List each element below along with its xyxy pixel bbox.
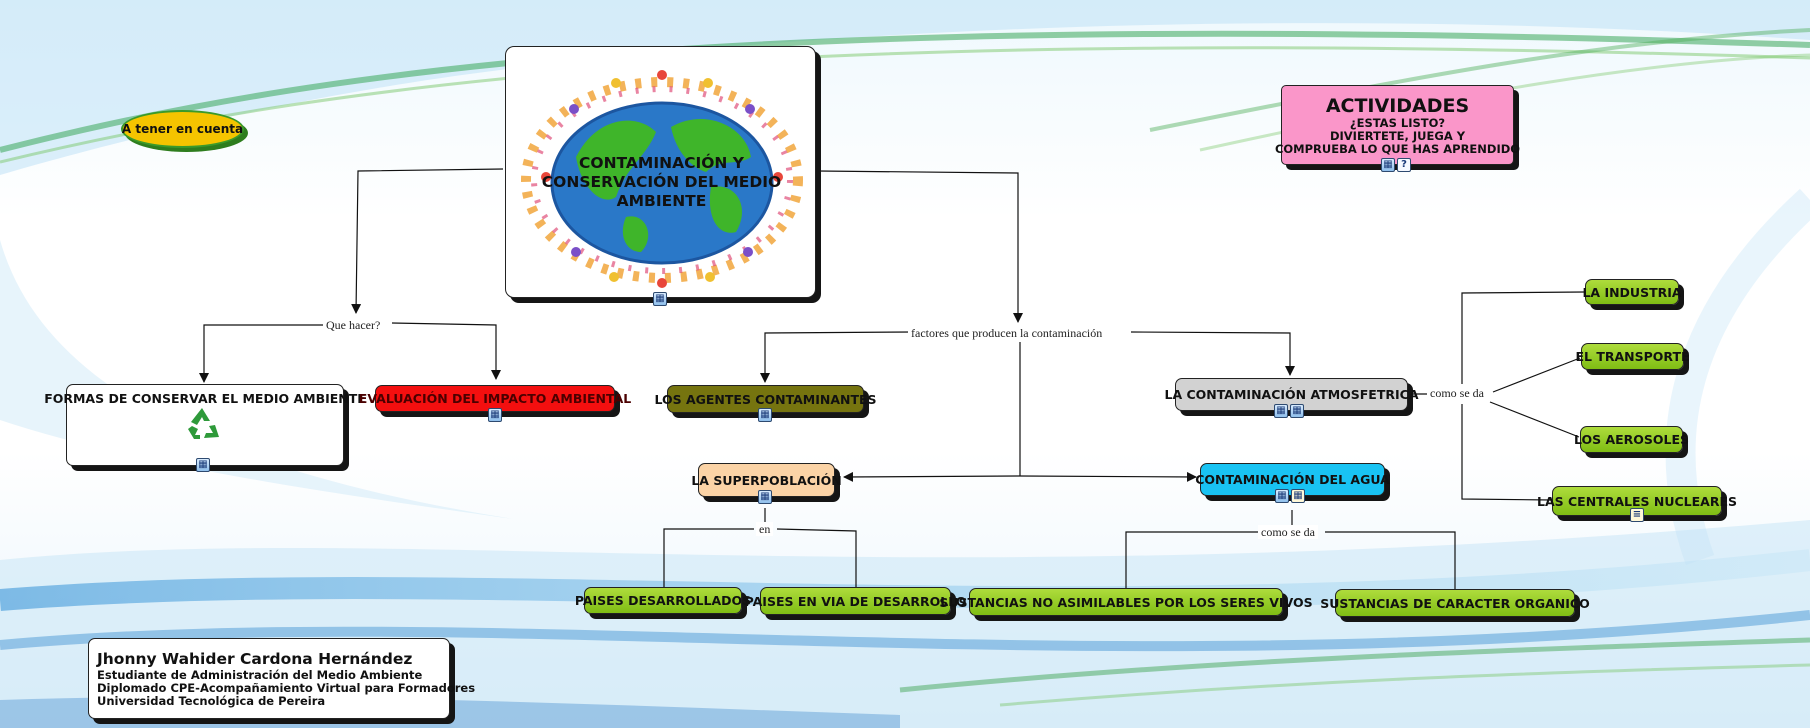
concept-evaluacion-label: EVALUACIÓN DEL IMPACTO AMBIENTAL (358, 391, 632, 406)
image-resource-icon[interactable]: ▦ (1275, 489, 1289, 503)
image-resource-icon[interactable]: ▦ (758, 408, 772, 422)
globe-icon (521, 70, 803, 288)
activities-node[interactable]: ACTIVIDADES ¿ESTAS LISTO? DIVIERTETE, JU… (1275, 85, 1520, 165)
image-resource-icon[interactable]: ▦ (1381, 158, 1395, 172)
concept-centrales-label: LAS CENTRALES NUCLEARES (1537, 493, 1737, 509)
tip-bubble[interactable]: A tener en cuenta (121, 110, 244, 148)
linking-phrase-como-se-da-aire: como se da (1427, 386, 1487, 400)
concept-formas-conservar[interactable]: FORMAS DE CONSERVAR EL MEDIO AMBIENTE (44, 384, 366, 466)
concept-agentes-label: LOS AGENTES CONTAMINANTES (654, 391, 877, 407)
image-resource-icon[interactable]: ▦ (1274, 404, 1288, 418)
linking-phrase-en: en (756, 522, 774, 536)
main-topic-title: CONTAMINACIÓN Y CONSERVACIÓN DEL MEDIO A… (541, 154, 782, 210)
author-line1: Estudiante de Administración del Medio A… (97, 667, 423, 682)
tip-label: A tener en cuenta (121, 122, 244, 136)
activities-line3: COMPRUEBA LO QUE HAS APRENDIDO (1274, 141, 1521, 156)
activities-line2: DIVIERTETE, JUEGA Y (1329, 128, 1466, 143)
concept-transporte-label: EL TRANSPORTE (1575, 349, 1690, 364)
concept-en-desarrollo-label: PAISES EN VIA DE DESARROLLO (744, 593, 967, 609)
author-credits: Jhonny Wahider Cardona Hernández Estudia… (88, 638, 475, 719)
concept-la-industria[interactable]: LA INDUSTRIA (1582, 279, 1682, 305)
author-line3: Universidad Tecnológica de Pereira (97, 693, 326, 708)
image-resource-icon[interactable]: ▦ (758, 490, 772, 504)
concept-los-aerosoles[interactable]: LOS AEROSOLES (1574, 426, 1689, 453)
activities-line1: ¿ESTAS LISTO? (1349, 115, 1446, 130)
linking-phrase-que-hacer: Que hacer? (323, 318, 384, 332)
image-resource-icon[interactable]: ▦ (488, 408, 502, 422)
concept-paises-en-desarrollo[interactable]: PAISES EN VIA DE DESARROLLO (745, 587, 966, 615)
document-resource-icon[interactable]: ≡ (1630, 508, 1644, 522)
author-line2: Diplomado CPE-Acompañamiento Virtual par… (97, 680, 476, 695)
concept-el-transporte[interactable]: EL TRANSPORTE (1575, 343, 1690, 370)
concept-atmosferica-label: LA CONTAMINACIÓN ATMOSFETRICA (1164, 387, 1419, 402)
concept-formas-label: FORMAS DE CONSERVAR EL MEDIO AMBIENTE (44, 391, 366, 406)
image-resource-icon[interactable]: ▦ (653, 292, 667, 306)
activities-title: ACTIVIDADES (1325, 94, 1470, 117)
concept-no-asimilables-label: SUSTANCIAS NO ASIMILABLES POR LOS SERES … (939, 594, 1313, 610)
concept-organico-label: SUSTANCIAS DE CARACTER ORGANICO (1320, 595, 1590, 611)
linking-phrase-como-se-da-agua: como se da (1258, 525, 1318, 539)
author-name: Jhonny Wahider Cardona Hernández (97, 649, 413, 668)
image-resource-icon[interactable]: ▦ (1290, 404, 1304, 418)
concept-superpoblacion-label: LA SUPERPOBLACIÓN (691, 472, 842, 488)
image-resource-icon[interactable]: ▦ (196, 458, 210, 472)
recycle-icon (188, 408, 219, 439)
help-resource-icon[interactable]: ? (1397, 158, 1411, 172)
concept-superpoblacion[interactable]: LA SUPERPOBLACIÓN (691, 463, 842, 497)
concept-sustancias-no-asimilables[interactable]: SUSTANCIAS NO ASIMILABLES POR LOS SERES … (939, 588, 1313, 616)
main-topic-node[interactable]: CONTAMINACIÓN Y CONSERVACIÓN DEL MEDIO A… (505, 46, 816, 298)
concept-agua-label: CONTAMINACIÓN DEL AGUA (1195, 472, 1390, 487)
image-resource-icon[interactable]: ▦ (1291, 489, 1305, 503)
concept-paises-desarrollados[interactable]: PAISES DESARROLLADOS (575, 587, 751, 614)
concept-desarrollados-label: PAISES DESARROLLADOS (574, 593, 752, 608)
concept-sustancias-organicas[interactable]: SUSTANCIAS DE CARACTER ORGANICO (1320, 589, 1590, 617)
linking-phrase-factores: factores que producen la contaminación (908, 326, 1106, 340)
concept-industria-label: LA INDUSTRIA (1582, 284, 1682, 300)
concept-aerosoles-label: LOS AEROSOLES (1573, 432, 1690, 447)
